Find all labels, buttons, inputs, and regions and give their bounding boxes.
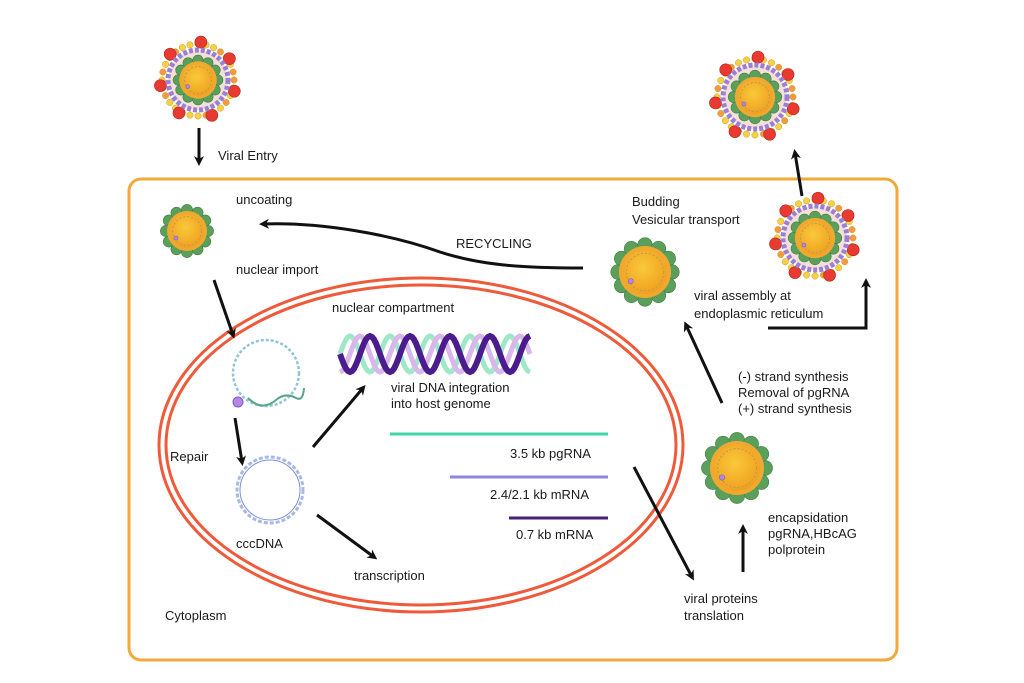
arrow-recycling: [259, 218, 584, 270]
arrow-release: [791, 149, 804, 197]
label-viral-entry: Viral Entry: [218, 148, 278, 163]
helix-strand: [338, 333, 533, 375]
capsid-uncoating-icon: [160, 204, 214, 258]
label-uncoating: uncoating: [236, 192, 293, 207]
arrow-integration: [311, 384, 366, 448]
label-nuclear-import: nuclear import: [236, 262, 319, 277]
label-mrna-2-4: 2.4/2.1 kb mRNA: [490, 487, 589, 502]
capsid-encapsidation-icon: [701, 432, 773, 504]
cccdna-circle-icon: [235, 455, 305, 525]
cell-membrane: [127, 177, 899, 662]
label-pgrna: 3.5 kb pgRNA: [510, 446, 591, 461]
label-transcription: transcription: [354, 568, 425, 583]
label-encapsidation: encapsidation pgRNA,HBcAG polprotein: [768, 510, 857, 557]
virion-entering-icon: [154, 35, 241, 122]
host-genome-helix-icon: [337, 332, 533, 376]
arrow-nuclear-import: [212, 279, 236, 339]
label-cccdna: cccDNA: [236, 536, 283, 551]
arrow-transcription: [316, 513, 378, 560]
virion-released-icon: [709, 50, 800, 141]
arrow-translation: [632, 466, 694, 581]
label-integration: viral DNA integration into host genome: [391, 380, 510, 411]
capsid-budding-icon: [610, 237, 680, 307]
arrow-strand-synthesis: [683, 321, 724, 404]
helix-strand: [337, 332, 532, 376]
arrow-assembly: [768, 278, 871, 330]
label-cytoplasm: Cytoplasm: [165, 608, 227, 623]
label-mrna-0-7: 0.7 kb mRNA: [516, 527, 594, 542]
rcdna-circle-icon: [231, 338, 305, 408]
arrow-repair: [233, 417, 246, 466]
label-translation: viral proteins translation: [684, 591, 758, 623]
nuclear-envelope: [157, 276, 685, 614]
label-budding: Budding Vesicular transport: [632, 194, 740, 227]
label-strand-synthesis: (-) strand synthesis Removal of pgRNA (+…: [738, 369, 852, 416]
label-viral-assembly: viral assembly at endoplasmic reticulum: [694, 288, 824, 321]
label-nuclear-compartment: nuclear compartment: [332, 300, 455, 315]
virion-assembled-icon: [769, 191, 860, 282]
label-repair: Repair: [170, 449, 209, 464]
label-recycling: RECYCLING: [456, 236, 532, 251]
